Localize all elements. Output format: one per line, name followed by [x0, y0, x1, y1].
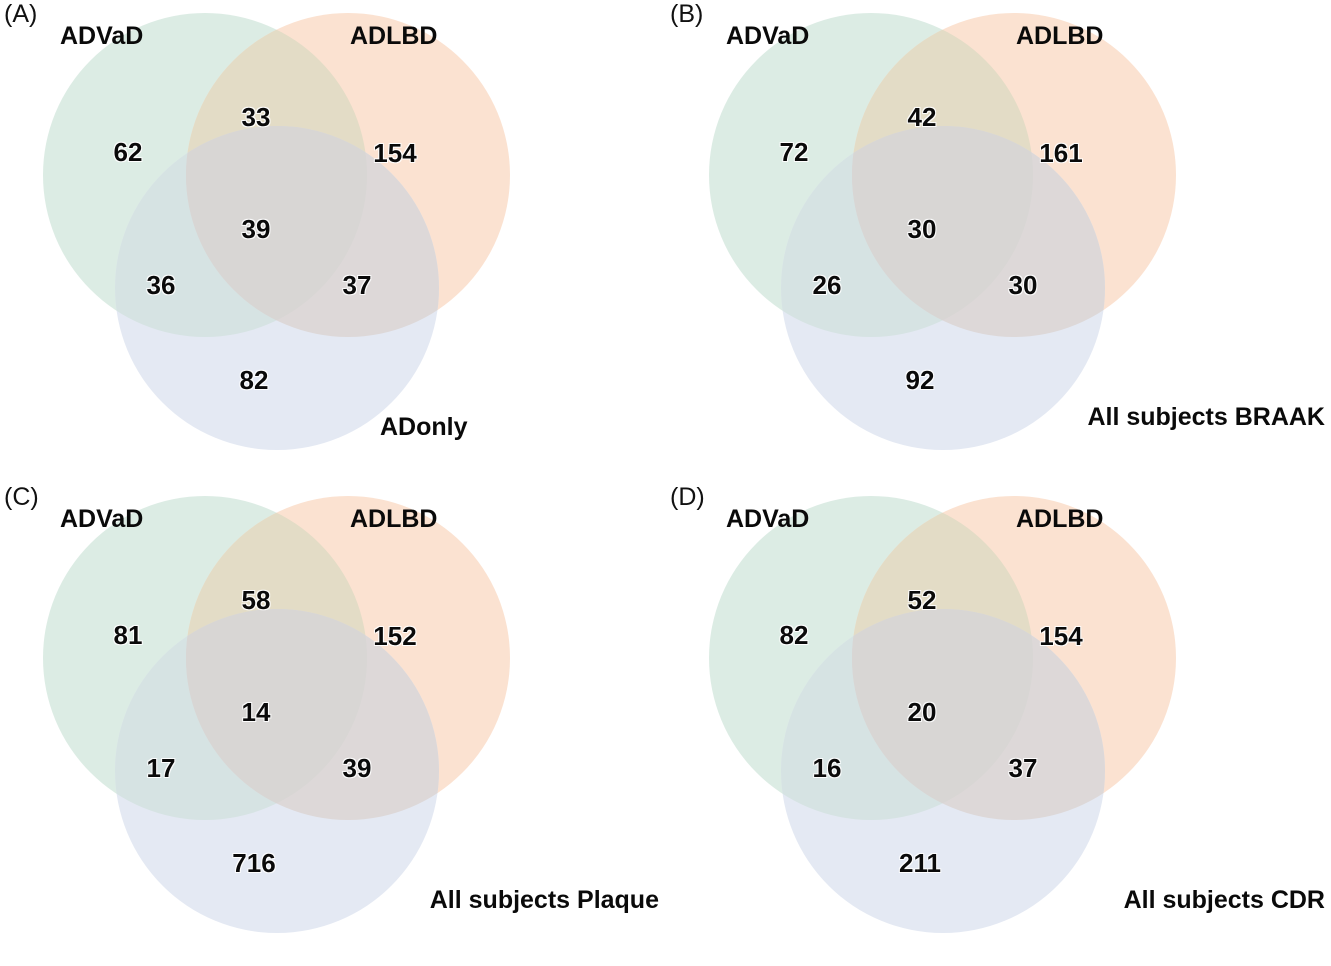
count-ab: 33 [241, 102, 271, 132]
set-label-advad: ADVaD [726, 22, 810, 50]
count-a-only: 82 [779, 620, 809, 650]
count-a-only: 72 [779, 137, 809, 167]
count-b-only: 154 [373, 138, 417, 168]
venn-svg-d [709, 496, 1176, 933]
set-label-adlbd: ADLBD [1016, 505, 1104, 533]
count-a-only: 81 [113, 620, 143, 650]
set-label-adlbd: ADLBD [1016, 22, 1104, 50]
venn-circles-d [709, 496, 1176, 933]
count-a-only: 62 [113, 137, 143, 167]
set-label-advad: ADVaD [60, 22, 144, 50]
count-ac: 36 [146, 270, 176, 300]
set-label-advad: ADVaD [60, 505, 144, 533]
count-c-only: 211 [899, 848, 941, 878]
venn-svg-a [43, 13, 510, 450]
count-c-only: 92 [905, 365, 935, 395]
panel-d: (D) [666, 483, 1331, 966]
count-bc: 30 [1008, 270, 1038, 300]
count-b-only: 161 [1039, 138, 1083, 168]
count-ac: 16 [812, 753, 842, 783]
count-b-only: 152 [373, 621, 417, 651]
count-ac: 17 [146, 753, 176, 783]
count-bc: 37 [342, 270, 372, 300]
count-abc: 39 [241, 214, 271, 244]
overlap-all-three [186, 609, 367, 820]
count-bc: 39 [342, 753, 372, 783]
count-abc: 30 [907, 214, 937, 244]
set-label-adlbd: ADLBD [350, 22, 438, 50]
set-label-third: All subjects BRAAK [1087, 403, 1325, 431]
count-ab: 58 [241, 585, 271, 615]
set-label-third: ADonly [380, 413, 468, 441]
overlap-all-three [186, 126, 367, 337]
panel-tag-c: (C) [4, 483, 39, 511]
count-b-only: 154 [1039, 621, 1083, 651]
panel-c: (C) [0, 483, 665, 966]
count-c-only: 82 [239, 365, 269, 395]
set-label-advad: ADVaD [726, 505, 810, 533]
count-ab: 42 [907, 102, 937, 132]
venn-circles-c [43, 496, 510, 933]
set-label-third: All subjects CDR [1123, 886, 1325, 914]
panel-a: (A) [0, 0, 665, 483]
venn-circles-a [43, 13, 510, 450]
venn-circles-b [709, 13, 1176, 450]
count-ab: 52 [907, 585, 937, 615]
panel-tag-b: (B) [670, 0, 704, 28]
count-abc: 20 [907, 697, 937, 727]
venn-svg-c [43, 496, 510, 933]
venn-svg-b [709, 13, 1176, 450]
panel-tag-a: (A) [4, 0, 38, 28]
panel-tag-d: (D) [670, 483, 705, 511]
set-label-third: All subjects Plaque [429, 886, 659, 914]
count-c-only: 716 [232, 848, 276, 878]
overlap-all-three [852, 609, 1033, 820]
count-bc: 37 [1008, 753, 1038, 783]
count-abc: 14 [241, 697, 271, 727]
set-label-adlbd: ADLBD [350, 505, 438, 533]
overlap-all-three [852, 126, 1033, 337]
panel-b: (B) [666, 0, 1331, 483]
count-ac: 26 [812, 270, 842, 300]
